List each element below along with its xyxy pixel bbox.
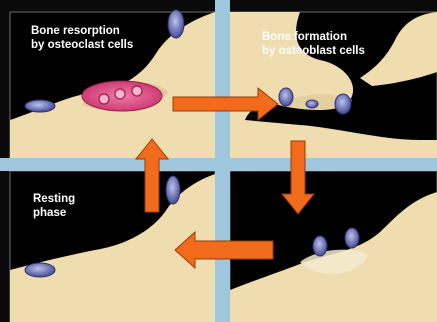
label-bone-formation: Bone formation by osteoblast cells (262, 30, 412, 58)
lining-cell-left (25, 100, 55, 112)
label-bone-resorption: Bone resorption by osteoclast cells (31, 24, 181, 52)
resting-lining-cell-top (166, 176, 180, 204)
label-resting-phase: Resting phase (33, 192, 123, 220)
resting-lining-cell-left (25, 263, 55, 277)
